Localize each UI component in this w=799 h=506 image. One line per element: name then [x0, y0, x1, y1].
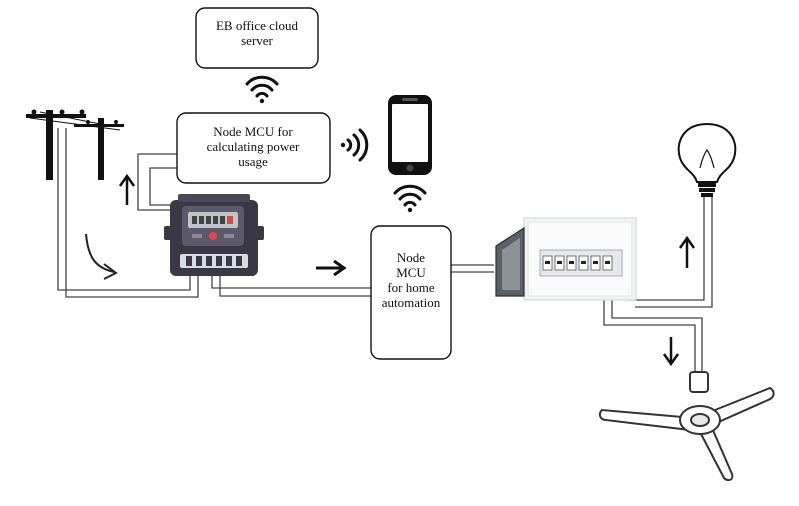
nodemcu-home-label-line: Node: [396, 250, 426, 265]
cloud-server-box: [195, 7, 319, 69]
arrow-up-icon: [118, 173, 136, 205]
nodemcu-home-label-line: for home: [387, 280, 435, 295]
nodemcu-home-box: [370, 225, 452, 360]
smartphone: [388, 95, 432, 175]
cloud-server-label: EB office cloud server: [198, 18, 316, 48]
nodemcu-power-label-line: calculating power: [206, 139, 300, 154]
arrow-down-icon: [662, 337, 680, 367]
cloud-server-label-line: server: [241, 33, 273, 48]
nodemcu-power-label: Node MCU for calculating power usage: [178, 124, 328, 169]
wifi-icon: [393, 184, 427, 213]
utility-pole: [26, 109, 124, 180]
light-bulb: [677, 122, 737, 197]
ceiling-fan: [598, 371, 775, 482]
nodemcu-home-label-line: automation: [381, 295, 441, 310]
wifi-icon: [340, 128, 369, 162]
distribution-board: [495, 217, 637, 301]
energy-meter: [164, 194, 264, 276]
arrow-right-icon: [316, 259, 347, 277]
nodemcu-home-label-line: MCU: [396, 265, 426, 280]
nodemcu-power-label-line: Node MCU for: [213, 124, 293, 139]
nodemcu-power-box: [176, 112, 331, 184]
arrow-up-icon: [678, 235, 696, 268]
nodemcu-home-label: Node MCU for home automation: [371, 250, 451, 310]
wires: [57, 128, 713, 375]
nodemcu-power-label-line: usage: [238, 154, 268, 169]
wifi-icon: [245, 75, 279, 104]
curved-arrow-icon: [85, 233, 118, 280]
cloud-server-label-line: EB office cloud: [215, 18, 299, 33]
